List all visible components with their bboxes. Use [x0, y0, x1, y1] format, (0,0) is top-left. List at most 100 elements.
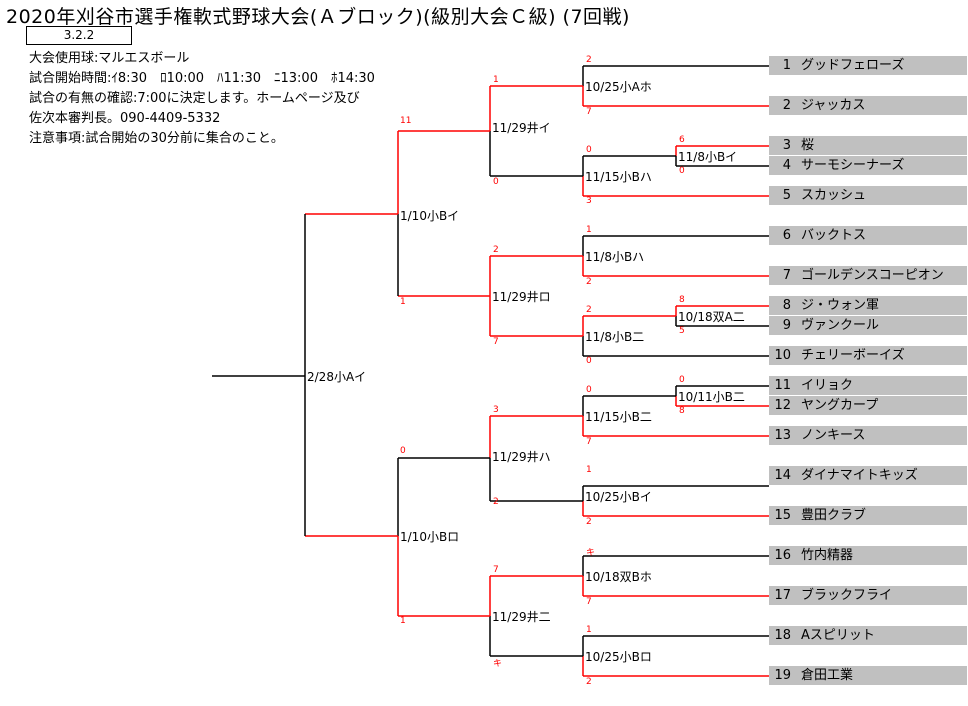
team-number: 5	[782, 188, 791, 203]
team-name: ヤングカープ	[801, 398, 879, 413]
match-label-m11: 10/25小Bロ	[585, 650, 652, 664]
score: 7	[586, 107, 592, 117]
team-row: 10 チェリーボーイズ	[769, 346, 967, 365]
score: 0	[493, 177, 499, 187]
team-number: 12	[774, 398, 791, 413]
team-name: Aスピリット	[801, 628, 875, 643]
score: 2	[493, 245, 499, 255]
team-number: 6	[782, 228, 791, 243]
score: 2	[586, 677, 592, 687]
team-row: 6 バックトス	[769, 226, 967, 245]
team-name: ノンキース	[801, 428, 866, 443]
match-label-final: 2/28小Aイ	[307, 370, 367, 384]
team-name: ゴールデンスコーピオン	[801, 268, 944, 283]
match-label-s2: 1/10小Bロ	[400, 530, 460, 544]
team-row: 1 グッドフェローズ	[769, 56, 967, 75]
score: 2	[586, 517, 592, 527]
team-number: 18	[774, 628, 791, 643]
score: 8	[679, 406, 685, 416]
team-row: 8 ジ・ウォン軍	[769, 296, 967, 315]
team-number: 10	[774, 348, 791, 363]
page-title: 2020年刈谷市選手権軟式野球大会(Ａブロック)(級別大会Ｃ級) (7回戦)	[6, 6, 630, 28]
score: 1	[586, 625, 592, 635]
team-row: 16 竹内精器	[769, 546, 967, 565]
info-referee: 佐次本審判長。090-4409-5332	[29, 111, 221, 126]
team-name: サーモシーナーズ	[801, 158, 905, 173]
score: 7	[493, 337, 499, 347]
match-label-q3: 11/29井ハ	[492, 450, 551, 464]
date-box: 3.2.2	[26, 26, 132, 45]
team-name: 豊田クラブ	[801, 508, 867, 523]
score: 0	[679, 166, 685, 176]
team-number: 16	[774, 548, 791, 563]
score: 7	[493, 565, 499, 575]
team-row: 9 ヴァンクール	[769, 316, 967, 335]
team-name: 竹内精器	[801, 548, 854, 563]
score: 1	[493, 75, 499, 85]
team-name: チェリーボーイズ	[801, 348, 905, 363]
team-name: ブラックフライ	[801, 588, 893, 603]
match-label-m7: 10/11小B二	[678, 390, 745, 404]
score: 2	[586, 305, 592, 315]
score: 11	[400, 116, 412, 126]
score: 6	[679, 135, 685, 145]
team-number: 13	[774, 428, 791, 443]
match-label-m5: 10/18双A二	[678, 310, 745, 324]
team-row: 7 ゴールデンスコーピオン	[769, 266, 967, 285]
match-label-m1: 10/25小Aホ	[585, 80, 652, 94]
team-name: バックトス	[801, 228, 867, 243]
team-name: イリョク	[801, 378, 854, 393]
score: 1	[586, 225, 592, 235]
team-row: 13 ノンキース	[769, 426, 967, 445]
score: 3	[493, 405, 499, 415]
team-number: 7	[782, 268, 791, 283]
team-name: グッドフェローズ	[801, 58, 905, 73]
score: 0	[679, 375, 685, 385]
team-name: ジ・ウォン軍	[801, 298, 880, 313]
score: 0	[586, 385, 592, 395]
match-label-m10: 10/18双Bホ	[585, 570, 652, 584]
team-number: 1	[782, 58, 791, 73]
team-row: 5 スカッシュ	[769, 186, 967, 205]
match-label-m8: 11/15小B二	[585, 410, 652, 424]
match-label-q1: 11/29井イ	[492, 121, 551, 135]
score: 5	[679, 326, 685, 336]
info-start-times: 試合開始時間:ｲ8:30 ﾛ10:00 ﾊ11:30 ﾆ13:00 ﾎ14:30	[29, 71, 375, 86]
match-label-q2: 11/29井ロ	[492, 290, 551, 304]
team-number: 15	[774, 508, 791, 523]
score: 0	[400, 446, 406, 456]
score: 3	[586, 196, 592, 206]
match-label-m2: 11/8小Bイ	[678, 150, 738, 164]
team-name: 桜	[801, 138, 815, 153]
team-row: 12 ヤングカープ	[769, 396, 967, 415]
team-number: 3	[782, 138, 791, 153]
score: 0	[586, 356, 592, 366]
info-notes: 注意事項:試合開始の30分前に集合のこと。	[29, 131, 284, 146]
score: キ	[493, 659, 503, 669]
team-row: 18 Aスピリット	[769, 626, 967, 645]
team-name: スカッシュ	[801, 188, 867, 203]
match-label-s1: 1/10小Bイ	[400, 209, 460, 223]
team-number: 8	[782, 298, 791, 313]
team-name: 倉田工業	[801, 668, 854, 683]
team-number: 9	[782, 318, 791, 333]
info-ball: 大会使用球:マルエスボール	[29, 51, 190, 66]
team-name: ヴァンクール	[801, 318, 880, 333]
score: 0	[586, 145, 592, 155]
match-label-m3: 11/15小Bハ	[585, 170, 652, 184]
team-number: 2	[782, 98, 791, 113]
team-number: 17	[774, 588, 791, 603]
score: 1	[400, 297, 406, 307]
match-label-q4: 11/29井二	[492, 610, 551, 624]
score: 2	[493, 497, 499, 507]
team-number: 14	[774, 468, 791, 483]
score: 2	[586, 277, 592, 287]
match-label-m9: 10/25小Bイ	[585, 490, 652, 504]
